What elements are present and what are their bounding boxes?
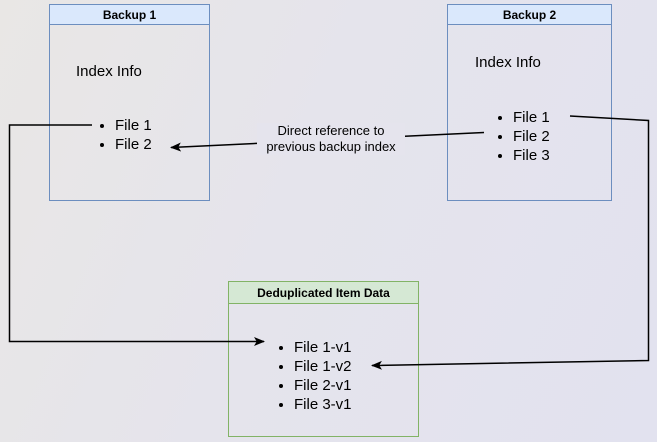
backup1-index-info-label: Index Info xyxy=(76,63,142,80)
backup2-file-list: File 1 File 2 File 3 xyxy=(448,108,550,165)
backup1-file-item: File 1 xyxy=(115,116,152,135)
dedup-node: Deduplicated Item Data File 1-v1 File 1-… xyxy=(228,281,419,437)
direct-reference-annotation: Direct reference to previous backup inde… xyxy=(257,123,405,155)
backup2-index-info-label: Index Info xyxy=(475,54,541,71)
backup1-file-list: File 1 File 2 xyxy=(50,116,152,154)
dedup-file-item: File 3-v1 xyxy=(294,395,352,414)
dedup-file-item: File 2-v1 xyxy=(294,376,352,395)
dedup-file-item: File 1-v2 xyxy=(294,357,352,376)
backup2-file-item: File 1 xyxy=(513,108,550,127)
backup2-file-item: File 2 xyxy=(513,127,550,146)
backup2-file-item: File 3 xyxy=(513,146,550,165)
backup2-title: Backup 2 xyxy=(448,5,611,25)
backup1-node: Backup 1 Index Info File 1 File 2 xyxy=(49,4,210,201)
dedup-title: Deduplicated Item Data xyxy=(229,282,418,304)
backup1-file-item: File 2 xyxy=(115,135,152,154)
backup2-node: Backup 2 Index Info File 1 File 2 File 3 xyxy=(447,4,612,201)
backup1-title: Backup 1 xyxy=(50,5,209,25)
dedup-file-item: File 1-v1 xyxy=(294,338,352,357)
dedup-file-list: File 1-v1 File 1-v2 File 2-v1 File 3-v1 xyxy=(229,338,352,414)
